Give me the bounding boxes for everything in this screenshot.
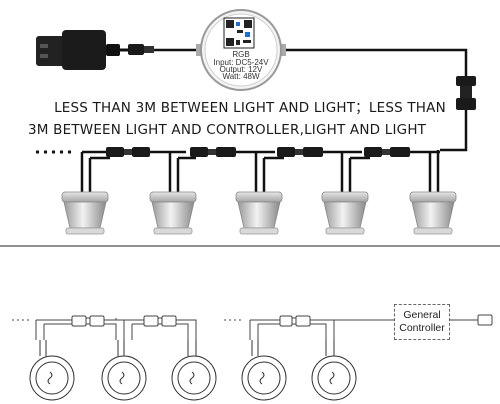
top-wire-chain (80, 150, 440, 192)
downlight-icon (171, 340, 217, 401)
controller-power-label: Watt: 48W (222, 72, 259, 81)
connector-icon (279, 315, 311, 327)
connector-icon (106, 147, 150, 157)
connector-icon (128, 44, 154, 55)
downlight-icon (101, 340, 147, 401)
spacing-note-line-1: LESS THAN 3M BETWEEN LIGHT AND LIGHT；LES… (54, 100, 446, 116)
recessed-light-icon (235, 191, 283, 235)
connector-icon (477, 314, 493, 326)
recessed-light-icon (61, 191, 109, 235)
connector-icon (277, 147, 323, 157)
connector-icon (364, 147, 410, 157)
controller-model-label: RGB (232, 50, 249, 59)
general-controller-box: General Controller (394, 304, 450, 340)
recessed-light-icon (149, 191, 197, 235)
connector-icon (71, 315, 105, 327)
downlight-icon (29, 340, 75, 401)
spacing-note-line-2: 3M BETWEEN LIGHT AND CONTROLLER,LIGHT AN… (28, 122, 427, 138)
bottom-wire-chain (12, 318, 478, 340)
connector-icon (143, 315, 177, 327)
controller-input-label: Input: DC5-24V (213, 58, 269, 67)
connector-icon (456, 76, 476, 110)
general-controller-line1: General (403, 309, 441, 321)
recessed-light-icon (409, 191, 457, 235)
power-adapter-icon (36, 30, 120, 70)
general-controller-line2: Controller (399, 322, 445, 334)
qr-code-icon (223, 17, 255, 49)
controller-output-label: Output: 12V (220, 65, 263, 74)
downlight-icon (241, 340, 287, 401)
downlight-icon (311, 340, 357, 401)
controller-hub-icon: RGB Input: DC5-24V Output: 12V Watt: 48W (196, 9, 286, 91)
recessed-light-icon (321, 191, 369, 235)
connector-icon (190, 147, 236, 157)
